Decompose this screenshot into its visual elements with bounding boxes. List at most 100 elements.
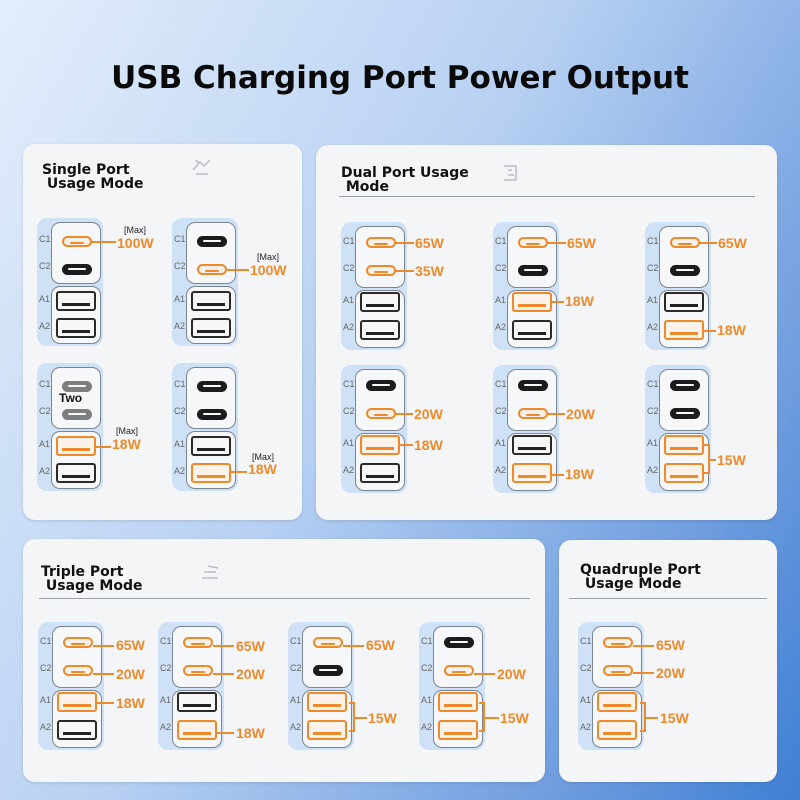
c2-power-value: 100W (250, 262, 287, 278)
c2-label: C2 (495, 406, 507, 416)
a1-label: A1 (343, 438, 355, 448)
c1-label: C1 (647, 379, 659, 389)
port-diagram-triple-c2-a1-a2: C1 C2 A1 A2 (419, 622, 485, 750)
max-tag: [Max] (257, 252, 280, 262)
usb-c-group (355, 369, 405, 431)
c1-power-value: 65W (236, 638, 265, 654)
a1-label: A1 (343, 295, 355, 305)
port-diagram-single-a1: C1 C2 A1 A2 Two (37, 363, 103, 491)
c1-label: C1 (174, 379, 186, 389)
usb-c-group (659, 369, 709, 431)
usb-c1-port-icon (197, 381, 227, 392)
usb-c1-port-active-icon (366, 237, 396, 248)
c1-label: C1 (39, 379, 51, 389)
usb-a1-port-active-icon (360, 435, 400, 455)
max-tag: [Max] (124, 225, 147, 235)
c1-power-value: 100W (117, 235, 154, 251)
charger-mark-icon (192, 159, 211, 175)
usb-c-group (355, 226, 405, 288)
c2-power-value: 20W (116, 666, 145, 682)
c2-label: C2 (40, 663, 52, 673)
a1-label: A1 (421, 695, 433, 705)
usb-c2-port-icon (313, 665, 343, 676)
c2-leader-line (474, 673, 495, 675)
c2-label: C2 (647, 406, 659, 416)
a1-a2-brace (640, 702, 646, 732)
usb-a1-port-active-icon (438, 692, 478, 712)
a1-label: A1 (580, 695, 592, 705)
usb-c1-port-icon (62, 381, 92, 392)
usb-c2-port-active-icon (518, 408, 548, 419)
c1-label: C1 (343, 379, 355, 389)
usb-a1-port-active-icon (597, 692, 637, 712)
c2-leader-line (396, 270, 414, 272)
c1-leader-line (633, 645, 654, 647)
usb-c2-port-icon (62, 264, 92, 275)
quad-section-title: Quadruple Port Usage Mode (580, 562, 701, 592)
a1-leader-line (400, 444, 413, 446)
usb-a1-port-icon (177, 692, 217, 712)
c1-leader-line (343, 645, 364, 647)
usb-a1-port-icon (512, 435, 552, 455)
usb-c2-port-active-icon (197, 264, 227, 275)
a1-a2-power-value: 15W (717, 452, 746, 468)
port-diagram-dual-a1-a2: C1 C2 A1 A2 (645, 365, 711, 493)
page-title: USB Charging Port Power Output (111, 60, 689, 96)
a1-label: A1 (174, 294, 186, 304)
usb-a2-port-icon (57, 720, 97, 740)
c2-power-value: 20W (497, 666, 526, 682)
a1-label: A1 (495, 438, 507, 448)
c2-label: C2 (421, 663, 433, 673)
dual-section-title: Dual Port Usage Mode (341, 165, 469, 195)
usb-a1-port-active-icon (664, 435, 704, 455)
c1-leader-line (548, 242, 566, 244)
usb-a2-port-icon (360, 320, 400, 340)
a1-label: A1 (160, 695, 172, 705)
usb-a1-port-active-icon (307, 692, 347, 712)
usb-a1-port-active-icon (57, 692, 97, 712)
a1-leader-line (552, 301, 564, 303)
usb-c2-port-icon (62, 409, 92, 420)
a2-power-value: 18W (565, 466, 594, 482)
a1-a2-leader-line (710, 459, 716, 461)
usb-c2-port-active-icon (366, 408, 396, 419)
a2-label: A2 (160, 722, 172, 732)
a2-label: A2 (290, 722, 302, 732)
a2-leader-line (552, 474, 564, 476)
a1-leader-line (97, 702, 114, 704)
c1-power-value: 65W (415, 235, 444, 251)
usb-c1-port-active-icon (518, 237, 548, 248)
port-diagram-dual-c1-a2: C1 C2 A1 A2 (645, 222, 711, 350)
c1-leader-line (700, 242, 717, 244)
c2-leader-line (633, 672, 654, 674)
c2-label: C2 (647, 263, 659, 273)
c2-leader-line (396, 413, 413, 415)
triple-title-divider (39, 598, 530, 599)
a1-a2-power-value: 15W (660, 710, 689, 726)
c2-power-value: 35W (415, 263, 444, 279)
a2-power-value: 18W (717, 322, 746, 338)
a1-label: A1 (39, 439, 51, 449)
a2-label: A2 (343, 465, 355, 475)
a1-power-value: 18W (112, 436, 141, 452)
port-diagram-single-c2: C1 C2 A1 A2 (172, 218, 238, 346)
usb-a1-port-icon (56, 291, 96, 311)
a1-power-value: 18W (414, 437, 443, 453)
usb-a1-port-active-icon (512, 292, 552, 312)
c2-label: C2 (343, 406, 355, 416)
c1-label: C1 (343, 236, 355, 246)
triple-section-title: Triple Port Usage Mode (41, 564, 143, 594)
a2-leader-line (704, 330, 716, 332)
single-section-title: Single Port Usage Mode (42, 162, 144, 192)
a1-power-value: 18W (565, 293, 594, 309)
c1-power-value: 65W (567, 235, 596, 251)
usb-c1-port-icon (197, 236, 227, 247)
usb-a2-port-active-icon (438, 720, 478, 740)
usb-a1-port-icon (664, 292, 704, 312)
charger-mark-icon (202, 565, 219, 579)
port-diagram-triple-c1-c2-a1: C1 C2 A1 A2 (38, 622, 104, 750)
c2-label: C2 (290, 663, 302, 673)
c2-leader-line (93, 673, 114, 675)
c2-leader-line (548, 413, 565, 415)
usb-c2-port-active-icon (63, 665, 93, 676)
